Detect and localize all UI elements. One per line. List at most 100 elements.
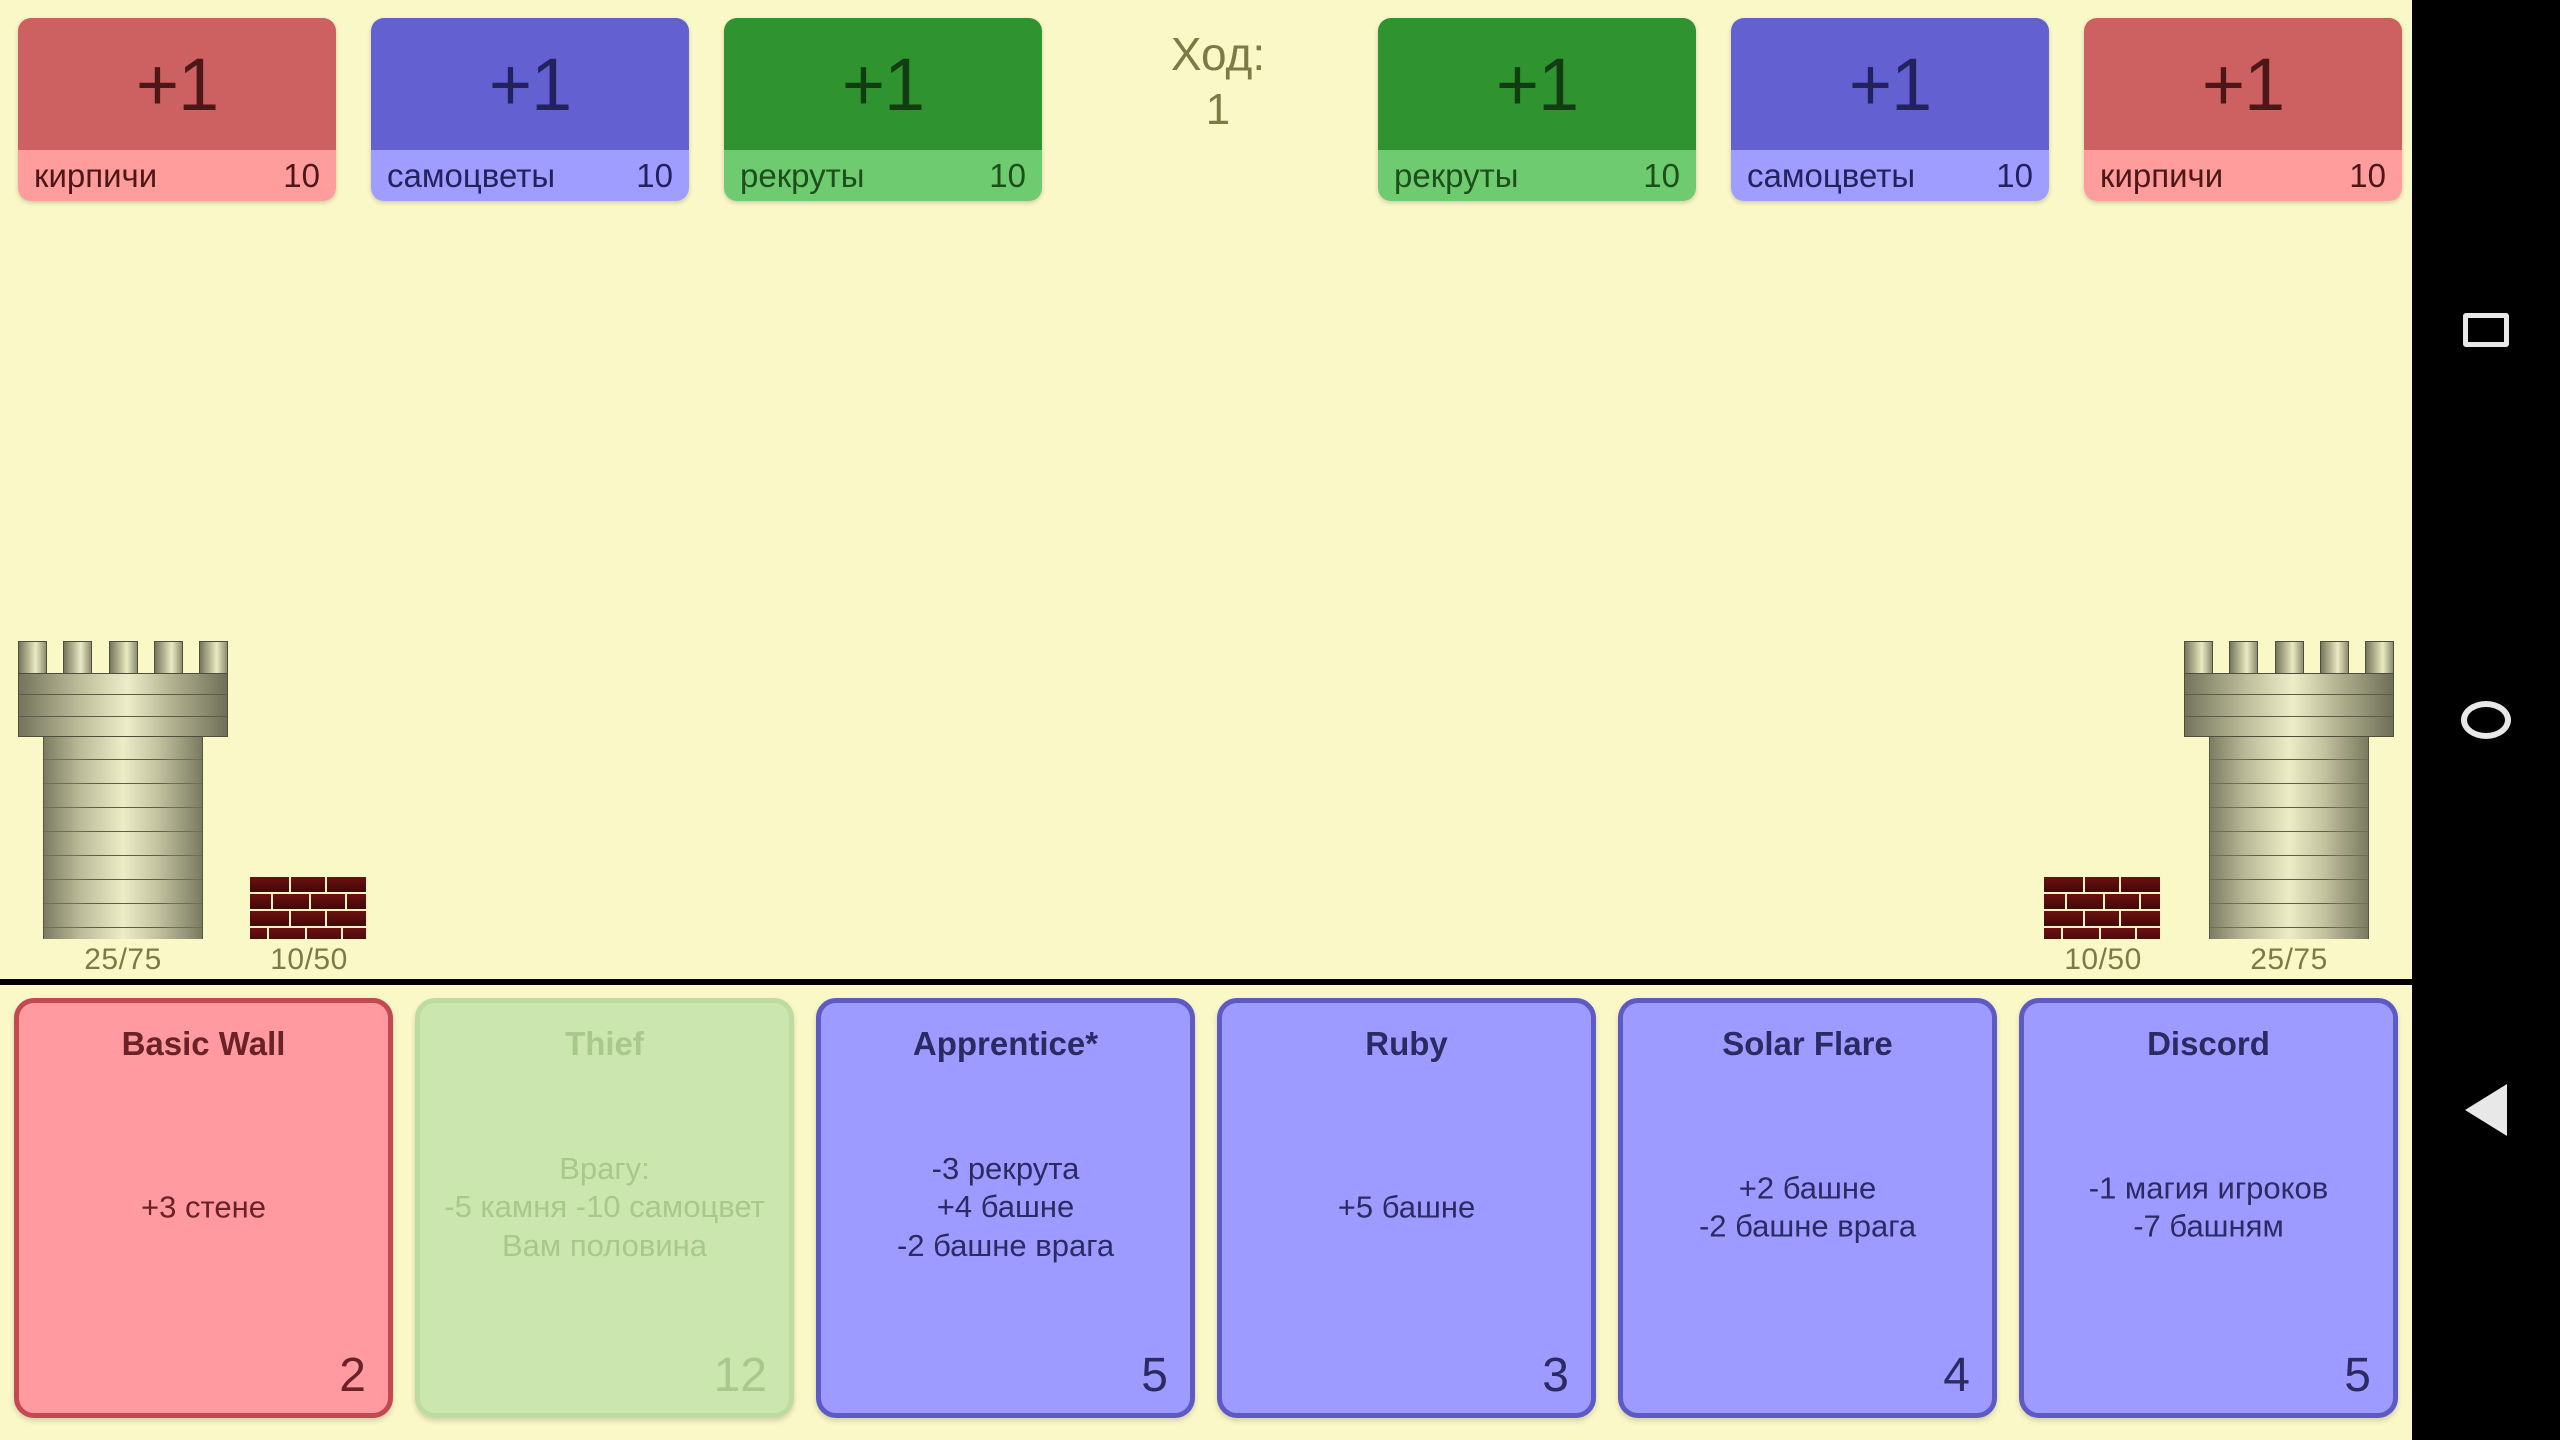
board-hand-divider <box>0 979 2412 985</box>
home-circle-icon <box>2461 701 2511 739</box>
card-title: Discord <box>2147 1024 2270 1062</box>
resource-delta: +1 <box>1378 18 1696 150</box>
resource-card-recruits-left[interactable]: +1 рекруты 10 <box>724 18 1042 201</box>
card-description: -1 магия игроков -7 башням <box>2088 1169 2329 1244</box>
card-title: Ruby <box>1365 1024 1448 1062</box>
player-resources-left: +1 кирпичи 10 +1 самоцветы 10 +1 <box>18 18 1042 201</box>
resource-amount: 10 <box>1996 156 2033 194</box>
resource-bar: +1 кирпичи 10 +1 самоцветы 10 +1 <box>0 0 2412 205</box>
card-title: Thief <box>565 1024 644 1062</box>
tower-battlement <box>2184 673 2394 737</box>
game-viewport: +1 кирпичи 10 +1 самоцветы 10 +1 <box>0 0 2412 1440</box>
tower-right[interactable]: 25/75 <box>2184 641 2394 976</box>
tower-hp-label: 25/75 <box>2250 943 2328 976</box>
back-button[interactable] <box>2456 1080 2516 1140</box>
card-title: Apprentice* <box>912 1024 1099 1062</box>
card-cost: 3 <box>1542 1348 1569 1402</box>
merlon <box>153 641 183 675</box>
resource-name: рекруты <box>740 156 865 194</box>
android-navigation-bar <box>2412 0 2560 1440</box>
merlon <box>2229 641 2259 675</box>
tower-merlons <box>2184 641 2394 675</box>
resource-footer: самоцветы 10 <box>371 150 689 201</box>
wall-hp-label: 10/50 <box>2064 943 2142 976</box>
merlon <box>199 641 228 675</box>
turn-counter: Ход: 1 <box>1138 28 1298 135</box>
resource-delta: +1 <box>724 18 1042 150</box>
resource-delta: +1 <box>1731 18 2049 150</box>
tower-left[interactable]: 25/75 <box>18 641 228 976</box>
resource-footer: кирпичи 10 <box>18 150 336 201</box>
card-basic-wall[interactable]: Basic Wall +3 стене 2 <box>14 997 393 1418</box>
merlon <box>108 641 138 675</box>
merlon <box>2319 641 2349 675</box>
home-button[interactable] <box>2456 690 2516 750</box>
card-title: Basic Wall <box>121 1024 286 1062</box>
merlon <box>63 641 93 675</box>
card-description: +3 стене <box>141 1189 266 1225</box>
resource-name: рекруты <box>1394 156 1519 194</box>
card-cost: 5 <box>2344 1348 2371 1402</box>
game-board: 25/75 10/50 <box>0 205 2412 979</box>
resource-footer: рекруты 10 <box>1378 150 1696 201</box>
resource-card-gems-left[interactable]: +1 самоцветы 10 <box>371 18 689 201</box>
card-hand: Basic Wall +3 стене 2 Thief Врагу: -5 ка… <box>0 985 2412 1440</box>
card-cost: 4 <box>1943 1348 1970 1402</box>
resource-name: кирпичи <box>34 156 158 194</box>
tower-battlement <box>18 673 228 737</box>
resource-footer: самоцветы 10 <box>1731 150 2049 201</box>
turn-value: 1 <box>1205 84 1231 134</box>
player-side-right: 25/75 10/50 <box>1992 619 2412 979</box>
player-resources-right: +1 рекруты 10 +1 самоцветы 10 +1 <box>1378 18 2402 201</box>
wall-icon <box>2044 877 2162 939</box>
recents-button[interactable] <box>2456 300 2516 360</box>
resource-name: кирпичи <box>2100 156 2224 194</box>
recents-square-icon <box>2463 313 2509 347</box>
wall-left[interactable]: 10/50 <box>250 877 368 976</box>
card-solar-flare[interactable]: Solar Flare +2 башне -2 башне врага 4 <box>1618 997 1997 1418</box>
tower-shaft <box>43 737 203 939</box>
card-title: Solar Flare <box>1722 1024 1893 1062</box>
card-discord[interactable]: Discord -1 магия игроков -7 башням 5 <box>2019 997 2398 1418</box>
back-triangle-icon <box>2465 1084 2507 1136</box>
resource-amount: 10 <box>1643 156 1680 194</box>
merlon <box>2274 641 2304 675</box>
resource-footer: рекруты 10 <box>724 150 1042 201</box>
resource-amount: 10 <box>989 156 1026 194</box>
card-description: -3 рекрута +4 башне -2 башне врага <box>896 1150 1115 1263</box>
card-description: +2 башне -2 башне врага <box>1698 1169 1917 1244</box>
resource-name: самоцветы <box>1747 156 1916 194</box>
wall-hp-label: 10/50 <box>270 943 348 976</box>
turn-label: Ход: <box>1170 28 1266 80</box>
tower-icon <box>18 641 228 939</box>
resource-delta: +1 <box>371 18 689 150</box>
card-description: Врагу: -5 камня -10 самоцвет Вам половин… <box>444 1150 765 1263</box>
card-description: +5 башне <box>1337 1189 1476 1225</box>
wall-right[interactable]: 10/50 <box>2044 877 2162 976</box>
card-apprentice[interactable]: Apprentice* -3 рекрута +4 башне -2 башне… <box>816 997 1195 1418</box>
merlon <box>18 641 47 675</box>
tower-hp-label: 25/75 <box>84 943 162 976</box>
resource-footer: кирпичи 10 <box>2084 150 2402 201</box>
card-cost: 12 <box>713 1348 767 1402</box>
card-ruby[interactable]: Ruby +5 башне 3 <box>1217 997 1596 1418</box>
resource-card-recruits-right[interactable]: +1 рекруты 10 <box>1378 18 1696 201</box>
resource-card-gems-right[interactable]: +1 самоцветы 10 <box>1731 18 2049 201</box>
card-cost: 5 <box>1141 1348 1168 1402</box>
tower-shaft <box>2209 737 2369 939</box>
player-side-left: 25/75 10/50 <box>0 619 420 979</box>
resource-amount: 10 <box>636 156 673 194</box>
tower-merlons <box>18 641 228 675</box>
resource-amount: 10 <box>283 156 320 194</box>
merlon <box>2184 641 2213 675</box>
card-thief: Thief Врагу: -5 камня -10 самоцвет Вам п… <box>415 997 794 1418</box>
resource-amount: 10 <box>2349 156 2386 194</box>
resource-card-bricks-right[interactable]: +1 кирпичи 10 <box>2084 18 2402 201</box>
tower-icon <box>2184 641 2394 939</box>
wall-icon <box>250 877 368 939</box>
merlon <box>2365 641 2394 675</box>
resource-card-bricks-left[interactable]: +1 кирпичи 10 <box>18 18 336 201</box>
card-cost: 2 <box>339 1348 366 1402</box>
resource-delta: +1 <box>18 18 336 150</box>
